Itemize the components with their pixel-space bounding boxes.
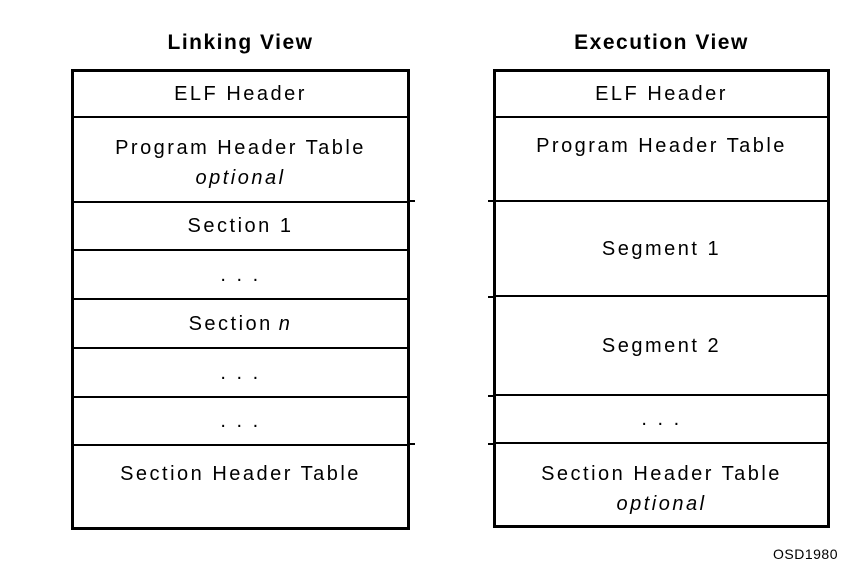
- figure-caption: OSD1980: [773, 546, 838, 562]
- execution-view-title: Execution View: [574, 31, 749, 54]
- row-section-n: Section n: [74, 300, 407, 349]
- row-elf-header: ELF Header: [74, 72, 407, 118]
- row-section-header-table: Section Header Table: [74, 446, 407, 527]
- row-label: . . .: [641, 408, 682, 430]
- row-elf-header: ELF Header: [496, 72, 827, 118]
- row-label: Section: [188, 312, 273, 335]
- row-segment-1: Segment 1: [496, 202, 827, 297]
- row-label-n-italic: n: [278, 312, 293, 335]
- divider-tick: [488, 395, 494, 397]
- row-label: . . .: [220, 361, 261, 384]
- row-label: Section Header Table: [120, 463, 361, 485]
- row-ellipsis-1: . . .: [496, 396, 827, 444]
- execution-view-box: ELF Header Program Header Table Segment …: [493, 69, 830, 528]
- linking-view-box: ELF Header Program Header Table optional…: [71, 69, 410, 530]
- row-note-optional: optional: [195, 167, 286, 189]
- row-program-header-table: Program Header Table: [496, 118, 827, 202]
- divider-tick: [409, 443, 415, 445]
- row-ellipsis-1: . . .: [74, 251, 407, 300]
- divider-tick: [409, 200, 415, 202]
- row-program-header-table: Program Header Table optional: [74, 118, 407, 203]
- divider-tick: [488, 200, 494, 202]
- row-section-header-table: Section Header Table optional: [496, 444, 827, 525]
- row-label: Segment 2: [601, 334, 722, 357]
- row-ellipsis-2: . . .: [74, 349, 407, 398]
- row-note-optional: optional: [616, 493, 707, 515]
- row-label: Section 1: [187, 215, 294, 237]
- row-ellipsis-3: . . .: [74, 398, 407, 446]
- row-label: Section Header Table: [541, 463, 782, 485]
- divider-tick: [488, 296, 494, 298]
- row-label: . . .: [220, 263, 261, 286]
- linking-view-title: Linking View: [167, 31, 314, 54]
- row-section-1: Section 1: [74, 203, 407, 251]
- row-label: Segment 1: [601, 237, 722, 260]
- row-label: ELF Header: [595, 83, 728, 105]
- row-label: Program Header Table: [536, 135, 787, 157]
- row-label: Program Header Table: [115, 137, 366, 159]
- divider-tick: [488, 443, 494, 445]
- row-segment-2: Segment 2: [496, 297, 827, 396]
- row-label: ELF Header: [174, 83, 307, 105]
- row-label: . . .: [220, 410, 261, 432]
